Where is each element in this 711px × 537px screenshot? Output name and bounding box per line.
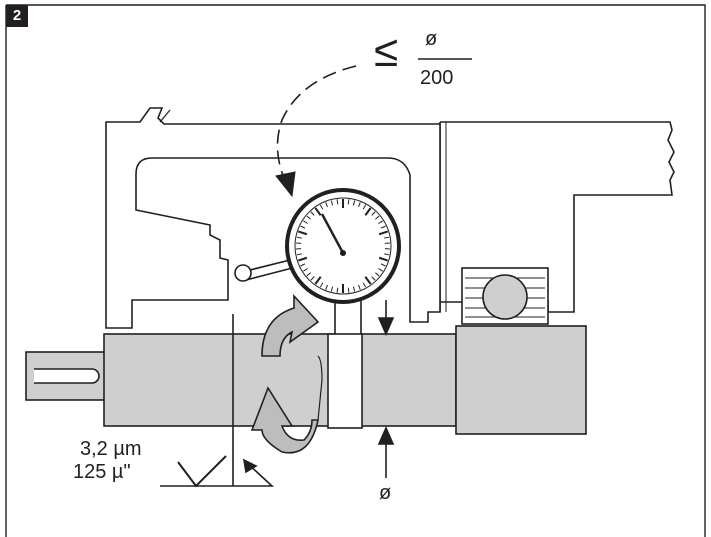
measuring-clamp — [327, 333, 363, 429]
probe-ball — [234, 264, 252, 282]
diameter-label: ø — [379, 482, 392, 504]
roughness-leader-arrowhead-icon — [242, 458, 258, 474]
dial-tick — [325, 202, 329, 208]
dial-tick — [347, 287, 350, 293]
dial-tick — [375, 215, 380, 220]
dial-tick — [357, 202, 361, 208]
roughness-imperial: 125 µ" — [73, 461, 131, 483]
shaft-keyway — [34, 368, 100, 384]
dial-tick — [325, 284, 329, 290]
dial-tick — [336, 287, 339, 293]
dial-tick — [300, 225, 306, 229]
dial-tick — [314, 276, 322, 285]
dial-tick — [330, 286, 334, 292]
dashed-pointer — [276, 65, 357, 179]
dial-tick — [362, 282, 367, 288]
tolerance-numerator: ø — [425, 28, 438, 50]
dial-tick — [314, 207, 322, 216]
dial-ticks — [296, 199, 390, 293]
dial-tick — [347, 199, 350, 205]
dashed-pointer-arrowhead-icon — [275, 171, 296, 198]
dial-tick — [330, 200, 334, 206]
dial-tick — [300, 263, 306, 267]
dial-tick — [378, 268, 383, 272]
spindle-housing — [440, 121, 675, 313]
dial-tick — [380, 263, 386, 267]
dial-tick — [384, 253, 390, 256]
dial-tick — [362, 204, 367, 210]
dial-tick — [303, 220, 308, 224]
dial-tick — [303, 268, 308, 272]
dial-tick — [297, 230, 308, 236]
figure-number-badge — [6, 5, 28, 27]
diameter-arrow-bottom-icon — [377, 426, 395, 445]
dial-tick — [384, 236, 390, 239]
dial-gauge — [285, 188, 401, 304]
dial-tick — [336, 199, 339, 205]
rotation-arrow-bottom-icon — [250, 386, 319, 454]
gauge-holder-frame — [105, 107, 441, 329]
dial-tick — [364, 207, 372, 216]
roughness-baseline — [160, 461, 275, 487]
dial-tick — [380, 225, 386, 229]
dial-tick — [319, 282, 324, 288]
dial-tick — [352, 286, 356, 292]
dial-tick — [319, 204, 324, 210]
dial-tick — [364, 276, 372, 285]
figure-frame — [5, 4, 706, 537]
dial-tick — [310, 211, 315, 216]
dial-needle — [320, 213, 345, 254]
tolerance-denominator: 200 — [420, 67, 454, 89]
roughness-check-icon — [177, 455, 227, 488]
dial-tick — [352, 200, 356, 206]
dial-tick — [357, 284, 361, 290]
diameter-arrow-top-icon — [377, 317, 395, 336]
dial-tick — [378, 256, 389, 262]
spindle-collar — [455, 325, 587, 435]
dial-tick — [371, 276, 376, 281]
roughness-metric: 3,2 µm — [80, 438, 142, 460]
dial-tick — [306, 215, 311, 220]
dial-tick — [306, 272, 311, 277]
dial-tick — [371, 211, 376, 216]
rotation-arrow-top-icon — [261, 293, 320, 357]
dial-tick — [310, 276, 315, 281]
bearing-roller — [482, 274, 528, 320]
dial-tick — [296, 253, 302, 256]
figure-number: 2 — [12, 7, 22, 24]
dial-tick — [296, 236, 302, 239]
dial-tick — [378, 230, 389, 236]
dial-tick — [375, 272, 380, 277]
dial-tick — [297, 256, 308, 262]
less-or-equal-symbol: ≤ — [374, 27, 399, 76]
dial-tick — [378, 220, 383, 224]
